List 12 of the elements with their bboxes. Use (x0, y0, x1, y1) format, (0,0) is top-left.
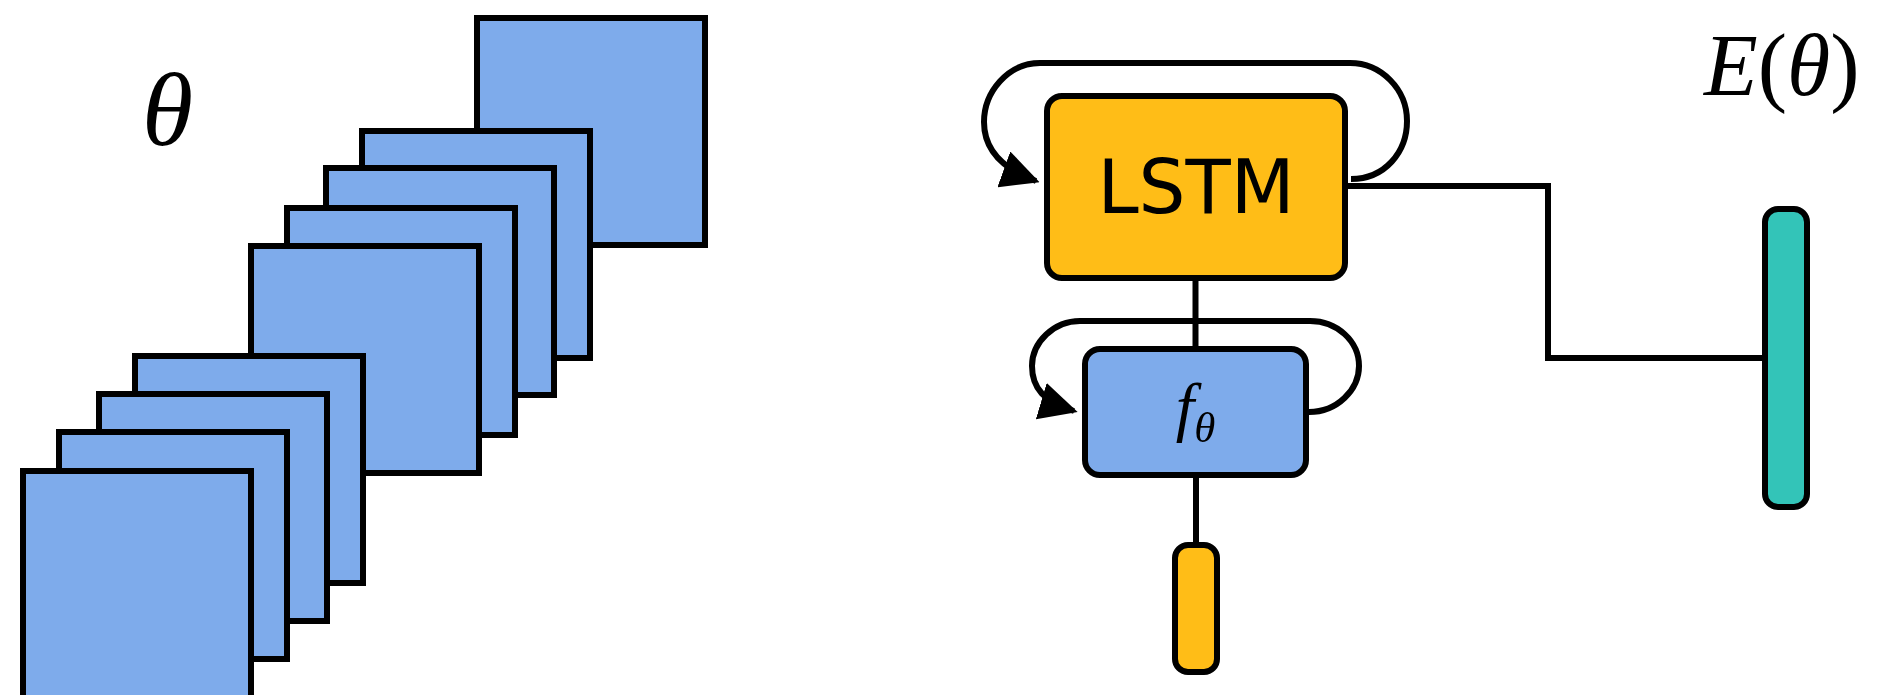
connector-line (1192, 281, 1199, 346)
math-label: f$_{θ}$ (1175, 374, 1216, 450)
function-box (1082, 346, 1309, 478)
node-label: LSTM (1097, 150, 1295, 224)
connector-line (1193, 478, 1199, 542)
vector-bar (1762, 206, 1810, 510)
connector-line (1348, 183, 1762, 361)
loop-arrow (1029, 318, 1362, 419)
vector-bar (1172, 542, 1220, 675)
loop-arrow (981, 60, 1410, 187)
math-label: θ (142, 58, 194, 162)
process-box (1044, 93, 1348, 281)
